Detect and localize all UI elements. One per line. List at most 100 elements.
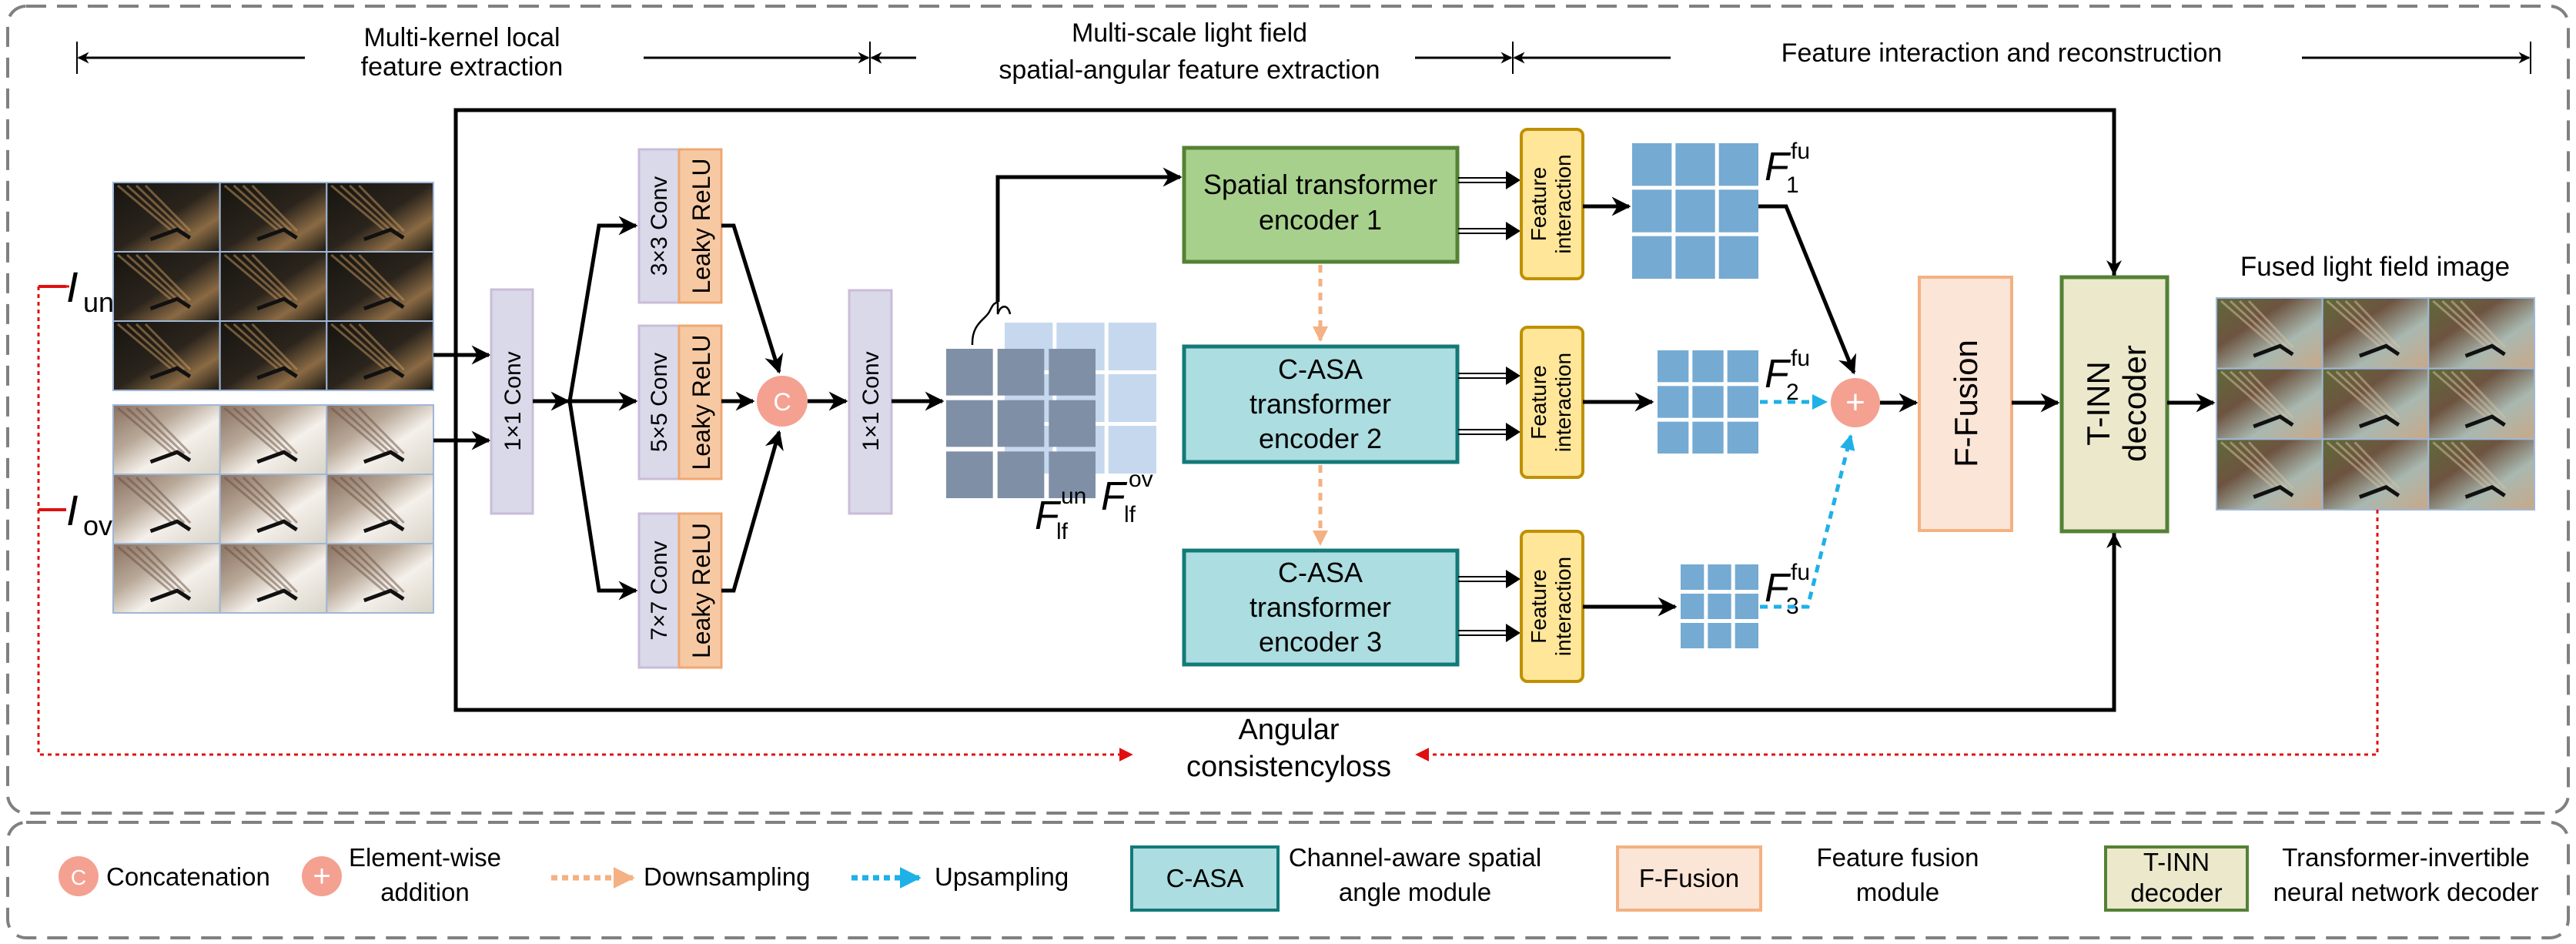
view-tile	[2427, 438, 2535, 510]
feature-cell-un	[997, 349, 1045, 396]
f1-to-add	[1758, 204, 1857, 375]
main-frame	[6, 5, 2570, 815]
feature-label-un-sup: un	[1061, 484, 1086, 509]
view-tile	[2216, 297, 2323, 370]
loss-label: consistencyloss	[1186, 751, 1391, 783]
section-title-interaction: Feature interaction and reconstruction	[1781, 38, 2223, 68]
conv-block	[637, 324, 681, 480]
fused-cell	[1718, 189, 1758, 233]
legend-add-label: Element-wise	[349, 843, 501, 872]
fused-cell	[1718, 143, 1758, 186]
conv-label: 3×3 Conv	[647, 176, 672, 276]
feature-cell-un	[997, 400, 1045, 447]
fused-cell	[1735, 623, 1758, 648]
fused-cell	[1708, 564, 1731, 590]
double-arrow	[1458, 570, 1521, 588]
legend-ffusion-label: module	[1856, 878, 1939, 906]
fused-feature-sup: fu	[1791, 346, 1810, 371]
label-i-ov: I	[66, 486, 79, 534]
double-arrow	[1458, 624, 1521, 642]
legend-up-label: Upsampling	[935, 862, 1069, 891]
view-tile	[2427, 367, 2535, 440]
conv-label: 7×7 Conv	[647, 541, 672, 640]
encoder-1-label: Spatial transformer	[1203, 169, 1437, 200]
encoder-1-label: encoder 1	[1259, 204, 1382, 236]
fi-label: Feature	[1527, 167, 1551, 242]
view-tile	[326, 474, 435, 544]
fused-cell	[1632, 236, 1672, 279]
fused-feature-sup: fu	[1791, 560, 1810, 585]
fused-feature-symbol: F	[1765, 145, 1791, 189]
fi-label: interaction	[1551, 353, 1575, 452]
encoder-2-label: encoder 2	[1259, 423, 1382, 454]
fused-cell	[1632, 143, 1672, 186]
encoder-2-label: C-ASA	[1278, 353, 1363, 385]
fused-cell	[1658, 386, 1689, 418]
fused-cell	[1692, 421, 1724, 454]
input-underexposed	[112, 182, 435, 391]
view-tile	[219, 251, 328, 322]
f-fusion-block	[1918, 276, 2013, 532]
double-arrow	[1458, 367, 1521, 385]
fused-cell	[1675, 236, 1715, 279]
label-i-un: I	[66, 263, 79, 311]
legend-tinn-box-label: decoder	[2130, 879, 2222, 907]
view-tile	[219, 182, 328, 253]
fi-label: interaction	[1551, 154, 1575, 253]
feature-cell-ov	[1108, 374, 1156, 422]
leaky-relu-block	[677, 324, 723, 480]
legend-concat-label: Concatenation	[106, 862, 270, 891]
branch-top	[567, 216, 638, 402]
add-symbol: +	[1845, 383, 1865, 421]
merge-bottom	[721, 430, 784, 593]
feature-label-ov: F	[1101, 474, 1128, 519]
feature-cell-un	[1049, 400, 1096, 447]
feature-cell-ov	[1108, 426, 1156, 474]
leaky-relu-block	[677, 148, 723, 304]
conv1x1-label-b: 1×1 Conv	[858, 351, 884, 450]
tinn-label: T-INN	[2080, 361, 2116, 446]
loss-label: Angular	[1239, 714, 1340, 746]
feature-grid-un	[946, 349, 1096, 498]
view-tile	[112, 182, 221, 253]
fused-cell	[1681, 623, 1705, 648]
conv1x1-block-a	[490, 288, 534, 515]
legend-ffusion-box	[1616, 845, 1762, 912]
feature-cell-un	[946, 451, 993, 498]
fused-cell	[1735, 594, 1758, 619]
fused-cell	[1632, 189, 1672, 233]
fused-cell	[1681, 594, 1705, 619]
view-tile	[326, 320, 435, 391]
double-arrow	[1458, 171, 1521, 189]
arrow-to-encoder-1	[995, 167, 1183, 302]
feature-cell-un	[997, 451, 1045, 498]
fused-cell	[1675, 189, 1715, 233]
view-tile	[112, 474, 221, 544]
fused-cell	[1718, 236, 1758, 279]
fi-label: interaction	[1551, 557, 1575, 656]
view-tile	[326, 251, 435, 322]
legend-tinn-box-label: T-INN	[2143, 848, 2210, 876]
view-tile	[326, 543, 435, 614]
fi-label: Feature	[1527, 365, 1551, 440]
casa-encoder-3	[1182, 548, 1460, 667]
double-arrow	[1458, 222, 1521, 240]
tinn-decoder-block	[2059, 275, 2170, 534]
spatial-encoder-1	[1182, 146, 1460, 264]
legend-casa-box	[1130, 845, 1280, 912]
upsampling-arrow	[1760, 434, 1855, 609]
legend-concat-icon	[59, 856, 99, 896]
concat-node	[757, 376, 808, 427]
legend-frame	[6, 821, 2570, 939]
legend-casa-box-label: C-ASA	[1166, 864, 1244, 892]
legend-tinn-label: Transformer-invertible	[2282, 843, 2530, 872]
fused-cell	[1727, 386, 1758, 418]
feature-cell-un	[946, 349, 993, 396]
fused-cell	[1681, 564, 1705, 590]
